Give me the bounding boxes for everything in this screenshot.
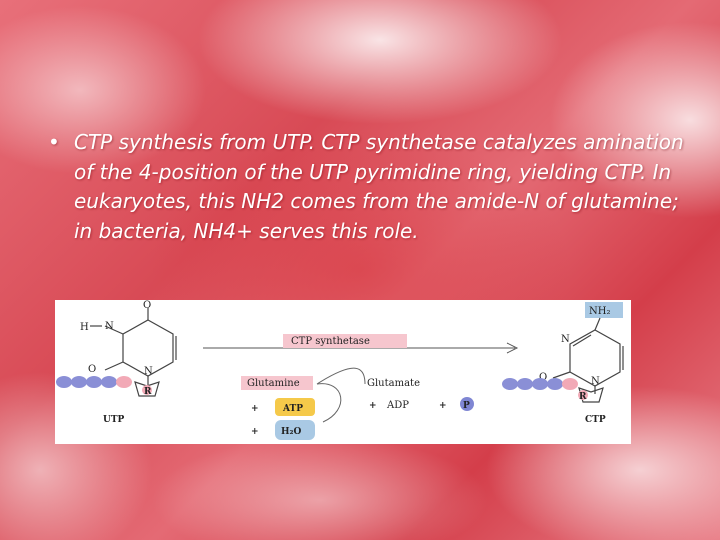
- atp-label: ATP: [282, 404, 303, 414]
- plus-adp: +: [369, 401, 377, 411]
- slide-bullet-text: • CTP synthesis from UTP. CTP synthetase…: [48, 128, 688, 246]
- utp-r: R: [144, 387, 152, 397]
- ctp-n3: N: [561, 334, 570, 345]
- plus-water: +: [251, 427, 259, 437]
- nh2-highlight: [585, 302, 623, 318]
- ctp-n1: N: [591, 376, 600, 387]
- utp-n1: N: [144, 366, 153, 377]
- ctp-label: CTP: [585, 415, 606, 425]
- plus-atp: +: [251, 404, 259, 414]
- utp-phosphate-chain: [56, 376, 160, 397]
- ctp-nh2: NH₂: [589, 306, 610, 317]
- reaction-scheme: O H N O N R UTP CTP synthetase Glutamine…: [56, 300, 624, 440]
- ctp-r: R: [579, 392, 587, 402]
- glutamine-label: Glutamine: [247, 378, 300, 389]
- ctp-phosphate-chain: [502, 378, 604, 403]
- ctp-synthesis-diagram: O H N O N R UTP CTP synthetase Glutamine…: [55, 300, 631, 444]
- utp-o-left: O: [88, 364, 96, 375]
- utp-o-top: O: [143, 300, 151, 311]
- utp-label: UTP: [103, 415, 125, 425]
- utp-n3: N: [105, 321, 114, 332]
- utp-h: H: [80, 322, 89, 333]
- utp-structure: [104, 308, 177, 386]
- plus-pi: +: [439, 401, 447, 411]
- adp-label: ADP: [386, 400, 409, 411]
- ctp-structure: [552, 317, 624, 394]
- phosphate-icon: [460, 397, 474, 411]
- glutamate-label: Glutamate: [367, 378, 420, 389]
- enzyme-label: CTP synthetase: [291, 336, 370, 347]
- bullet-paragraph: CTP synthesis from UTP. CTP synthetase c…: [74, 130, 684, 243]
- ctp-o: O: [539, 372, 547, 383]
- pi-label: P: [463, 401, 470, 411]
- water-label: H₂O: [281, 427, 301, 437]
- bullet-marker: •: [48, 130, 60, 154]
